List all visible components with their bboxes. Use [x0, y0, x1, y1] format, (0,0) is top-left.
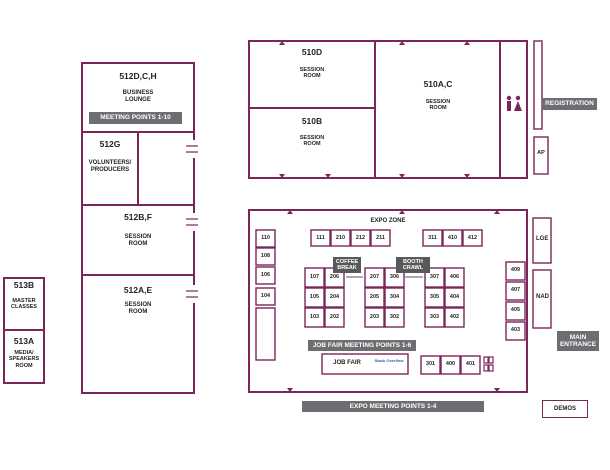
booth-400: 400 [445, 361, 456, 367]
booth-203: 203 [369, 314, 380, 320]
door-gap-512d [192, 140, 198, 158]
job-fair-meeting-points-badge: JOB FAIR MEETING POINTS 1-6 [308, 340, 416, 351]
room-512bf-name: SESSION ROOM [124, 234, 152, 247]
booth-grid [255, 229, 526, 375]
job-fair-label: JOB FAIR [333, 360, 361, 366]
booth-205: 205 [369, 294, 380, 300]
booth-404: 404 [449, 294, 460, 300]
booth-412: 412 [467, 235, 478, 241]
booth-401: 401 [465, 361, 476, 367]
booth-311: 311 [428, 235, 437, 241]
booth-410: 410 [447, 235, 458, 241]
room-513b-code: 513B [13, 280, 35, 290]
top-door-arrows [279, 41, 470, 178]
booth-107: 107 [309, 274, 320, 280]
ap-label: AP [537, 150, 545, 156]
room-512bf-code: 512B,F [124, 212, 152, 222]
nad-area [532, 269, 552, 329]
restroom-icon [506, 95, 522, 111]
top-block-outline [248, 40, 528, 179]
booth-211: 211 [376, 235, 385, 241]
booth-202: 202 [329, 314, 340, 320]
room-512dch-name: BUSINESS LOUNGE [122, 90, 154, 103]
booth-210: 210 [335, 235, 346, 241]
booth-106: 106 [260, 272, 271, 278]
booth-212: 212 [355, 235, 366, 241]
booth-302: 302 [389, 314, 400, 320]
booth-207: 207 [369, 274, 380, 280]
booth-104: 104 [260, 293, 271, 299]
room-512g-name: VOLUNTEERS/ PRODUCERS [88, 160, 132, 173]
room-510d-name: SESSION ROOM [299, 67, 325, 80]
coffee-break-badge: COFFEE BREAK [333, 257, 361, 273]
expo-zone-label: EXPO ZONE [370, 218, 406, 224]
booth-105: 105 [309, 294, 320, 300]
main-entrance-badge: MAIN ENTRANCE [557, 331, 599, 351]
booth-110: 110 [261, 235, 270, 241]
room-513a-name: MEDIA/ SPEAKERS ROOM [8, 350, 40, 369]
booth-103: 103 [309, 314, 320, 320]
expo-meeting-points-badge: EXPO MEETING POINTS 1-4 [302, 401, 484, 412]
booth-407: 407 [510, 287, 521, 293]
booth-204: 204 [329, 294, 340, 300]
ap-booth [533, 136, 549, 175]
room-513a-code: 513A [13, 336, 35, 346]
small-booth-marks [483, 356, 494, 372]
booth-108: 108 [260, 253, 271, 259]
room-510b-code: 510B [301, 116, 323, 126]
door-gap-512ae [192, 285, 198, 303]
room-512dch-code: 512D,C,H [119, 71, 157, 81]
booth-405: 405 [510, 307, 521, 313]
booth-111: 111 [316, 235, 325, 241]
room-510ac-name: SESSION ROOM [425, 99, 451, 112]
booth-307: 307 [429, 274, 440, 280]
booth-402: 402 [449, 314, 460, 320]
lge-area [532, 217, 552, 264]
booth-406: 406 [449, 274, 460, 280]
nad-label: NAD [536, 294, 549, 300]
booth-crawl-badge: BOOTH CRAWL [396, 257, 430, 273]
room-510ac-code: 510A,C [423, 79, 453, 89]
room-512g-code: 512G [99, 139, 121, 149]
booth-403: 403 [510, 327, 521, 333]
booth-303: 303 [429, 314, 440, 320]
room-510b-name: SESSION ROOM [299, 135, 325, 148]
registration-desk [533, 40, 543, 130]
demos-box: DEMOS [542, 400, 588, 418]
room-512ae-code: 512A,E [123, 285, 153, 295]
booth-305: 305 [429, 294, 440, 300]
meeting-points-1-10-badge: MEETING POINTS 1-10 [89, 112, 182, 124]
sponsor-logo: Stack Overflow [374, 358, 404, 363]
room-510d-code: 510D [301, 47, 323, 57]
room-512ae-name: SESSION ROOM [124, 302, 152, 315]
booth-409: 409 [510, 267, 521, 273]
door-arrows-512d [186, 145, 198, 298]
booth-206: 206 [329, 274, 340, 280]
booth-304: 304 [389, 294, 400, 300]
booth-301: 301 [425, 361, 436, 367]
room-513b-name: MASTER CLASSES [11, 298, 37, 311]
lge-label: LGE [536, 236, 549, 242]
registration-badge: REGISTRATION [542, 98, 597, 110]
expo-door-arrows [287, 210, 500, 392]
expo-hall-outline [248, 209, 528, 393]
booth-306: 306 [389, 274, 400, 280]
door-gap-512bf [192, 213, 198, 231]
